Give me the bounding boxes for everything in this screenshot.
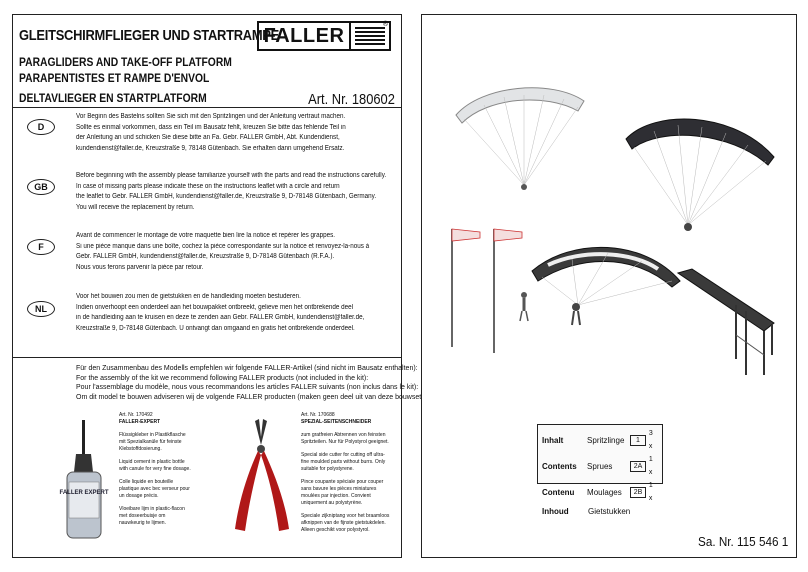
logo-wordmark: FALLER — [259, 23, 351, 49]
side-cutter-image — [235, 419, 289, 531]
sa-number: Sa. Nr. 115 546 1 — [697, 534, 788, 549]
notice-fr: Avant de commencer le montage de votre m… — [76, 232, 370, 271]
title-german: GLEITSCHIRMFLIEGER UND STARTRAMPE — [19, 27, 280, 44]
bottle-label: FALLER EXPERT — [59, 490, 108, 496]
takeoff-platform — [676, 268, 775, 375]
windsock-left — [451, 228, 481, 347]
title-dutch: DELTAVLIEGER EN STARTPLATFORM — [19, 91, 207, 105]
title-french: PARAPENTISTES ET RAMPE D'ENVOL — [19, 71, 210, 85]
language-notes-section — [13, 107, 401, 358]
standing-figure — [519, 292, 529, 322]
lang-badge-fr: F — [27, 239, 55, 255]
registered-mark: ® — [382, 21, 388, 28]
recommendation-text: Für den Zusammenbau des Modells empfehle… — [76, 365, 426, 401]
paraglider-white-left — [455, 87, 585, 190]
instruction-cover-page: GLEITSCHIRMFLIEGER UND STARTRAMPE FALLER… — [12, 14, 425, 558]
windsock-right — [493, 228, 523, 353]
models-illustration — [451, 87, 775, 375]
notice-en: Before beginning with the assembly pleas… — [76, 172, 387, 211]
logo-stripes-icon — [351, 23, 389, 49]
paraglider-dark-right — [625, 118, 775, 231]
article-number: Art. Nr. 180602 — [308, 91, 395, 108]
section-divider — [13, 357, 401, 359]
notice-de: Vor Beginn des Bastelns sollten Sie sich… — [76, 113, 346, 152]
notice-nl: Voor het bouwen zou men de gietstukken e… — [76, 293, 365, 332]
title-english: PARAGLIDERS AND TAKE-OFF PLATFORM — [19, 55, 232, 69]
paraglider-ground — [531, 246, 681, 326]
lang-badge-nl: NL — [27, 301, 55, 317]
glue-bottle-image: FALLER EXPERT — [59, 420, 109, 539]
lang-badge-de: D — [27, 119, 55, 135]
lang-badge-gb: GB — [27, 179, 55, 195]
faller-logo: FALLER ® — [257, 21, 391, 51]
